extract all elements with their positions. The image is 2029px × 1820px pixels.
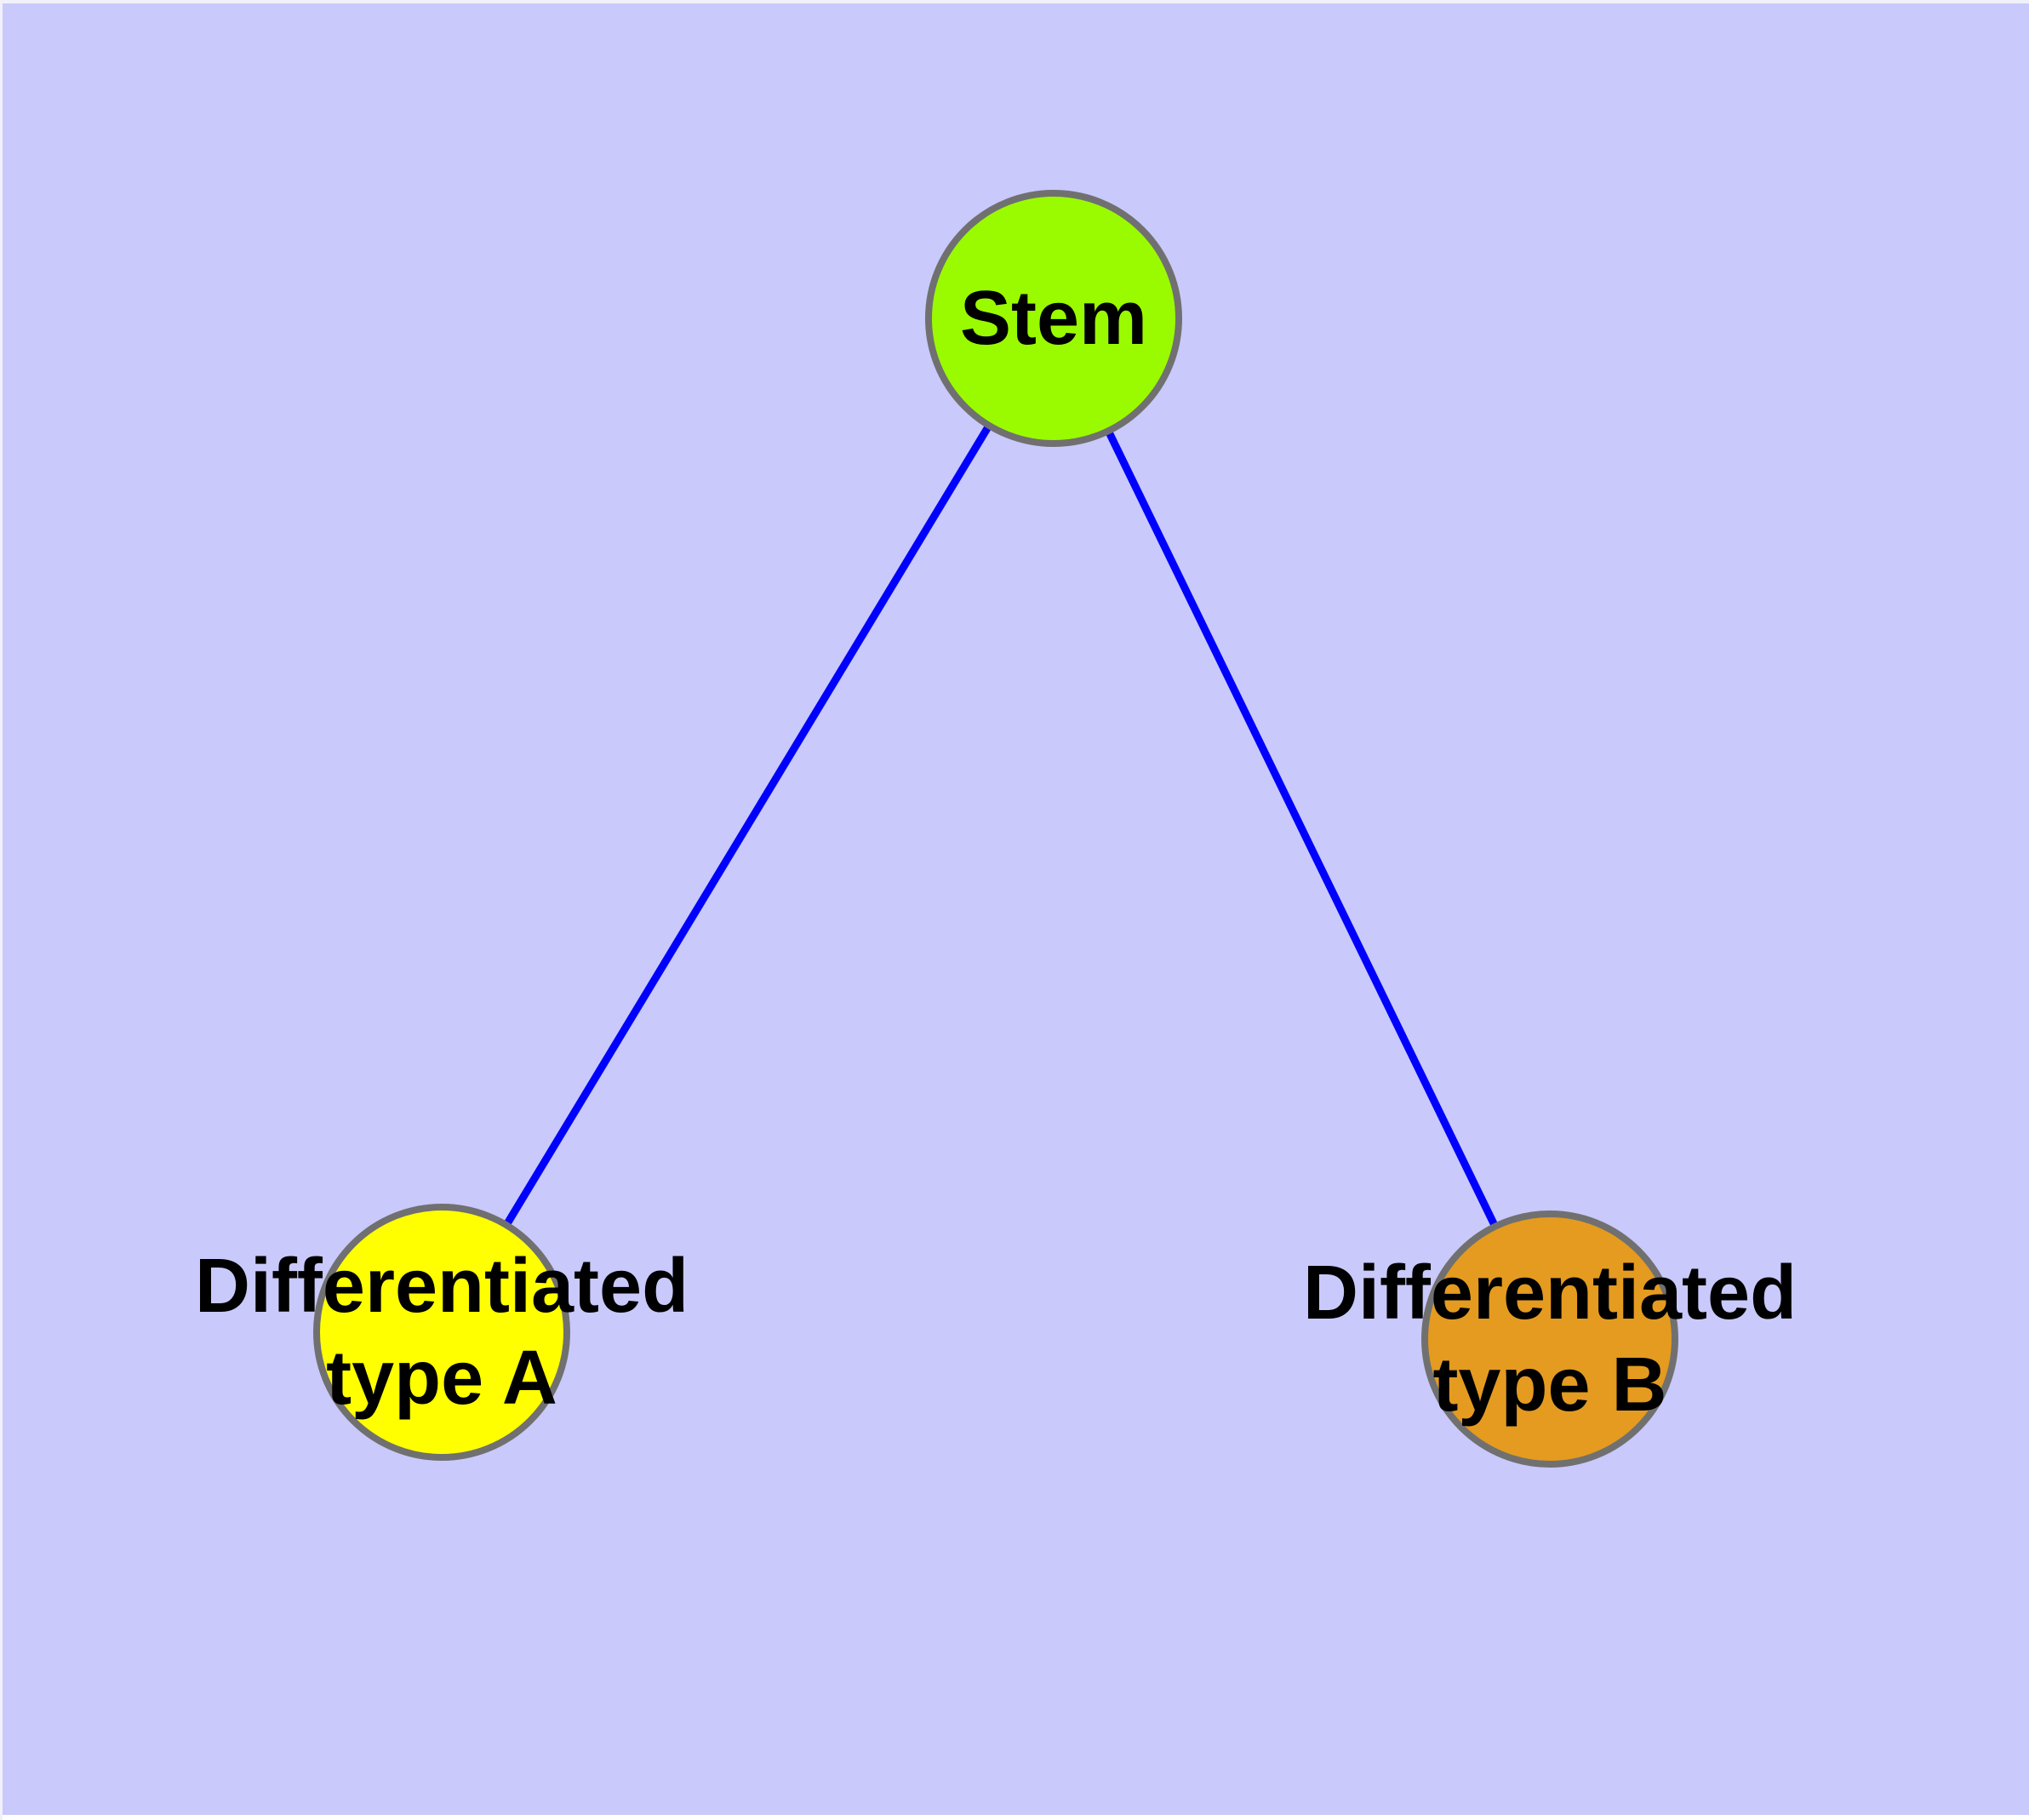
node-differentiated-type-a-label-line-2: type A [326, 1336, 557, 1421]
edge-stem-to-type-b [1049, 317, 1554, 1341]
node-stem-label-line-1: Stem [959, 276, 1148, 361]
node-differentiated-type-a-label: Differentiated type A [195, 1240, 689, 1424]
plot-margin-left [0, 0, 3, 1820]
node-differentiated-type-b[interactable]: Differentiated type B [1303, 1210, 1797, 1468]
plot-margin-top [0, 0, 2029, 3]
node-differentiated-type-b-label-line-1: Differentiated [1302, 1251, 1798, 1336]
node-stem[interactable]: Stem [925, 190, 1182, 447]
node-differentiated-type-a[interactable]: Differentiated type A [195, 1204, 689, 1461]
node-differentiated-type-a-label-line-1: Differentiated [194, 1244, 689, 1329]
edge-stem-to-type-a [438, 316, 1057, 1335]
plot-margin-bottom [0, 1815, 2029, 1820]
node-differentiated-type-b-label-line-2: type B [1432, 1342, 1667, 1428]
node-differentiated-type-b-label: Differentiated type B [1303, 1247, 1797, 1431]
node-stem-label: Stem [960, 272, 1147, 364]
